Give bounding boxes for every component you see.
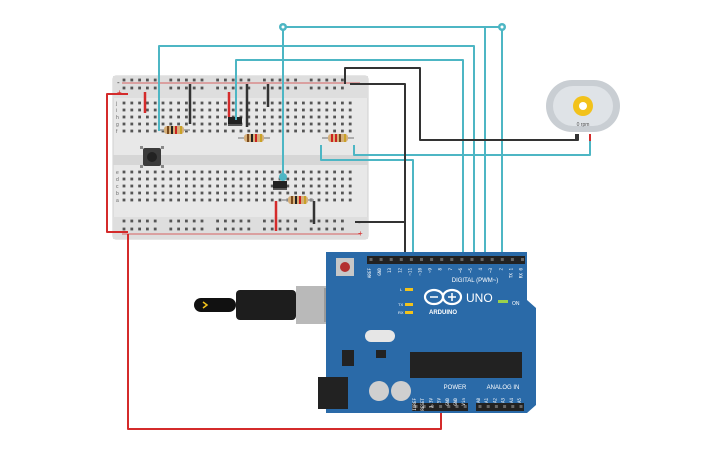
- transistor-1[interactable]: [228, 117, 242, 126]
- pin-label: ~6: [458, 268, 463, 274]
- wire-teal-6[interactable]: [320, 145, 414, 264]
- breadboard-jumpers: [143, 84, 316, 231]
- pin-label: Vin: [461, 398, 466, 406]
- row-letter: e: [116, 170, 119, 176]
- row-letter: a: [116, 198, 119, 204]
- pin-label: 3.3V: [428, 398, 433, 409]
- pin-label: 12: [397, 268, 402, 274]
- arduino-logo: [423, 288, 463, 306]
- wire-teal-7[interactable]: [353, 135, 591, 156]
- pin-label: ~5: [468, 268, 473, 274]
- pin-label: ~3: [488, 268, 493, 274]
- resistor-2[interactable]: [238, 134, 270, 142]
- arduino-brand: ARDUINO: [429, 310, 457, 316]
- wire-red-1[interactable]: [106, 93, 128, 233]
- pin-label: 2: [498, 268, 503, 271]
- pin-label: A0: [476, 398, 481, 404]
- pin-label: ~11: [407, 268, 412, 276]
- motor-rpm-label: 0 rpm: [577, 122, 590, 128]
- row-letter: c: [116, 184, 119, 190]
- analog-header[interactable]: [476, 403, 524, 411]
- row-letter: h: [116, 115, 119, 121]
- rail-plus-bottom: +: [358, 229, 363, 238]
- row-letter: g: [116, 122, 119, 128]
- pin-label: GND: [453, 398, 458, 406]
- resistor-4[interactable]: [282, 196, 314, 204]
- pin-label: RESET: [420, 398, 425, 411]
- wires: [106, 26, 591, 430]
- plug-icon: [202, 301, 209, 309]
- resistor-3[interactable]: [322, 134, 354, 142]
- wire-teal-5[interactable]: [484, 26, 502, 264]
- digital-pin-labels: AREF GND 13 12 ~11 ~10 ~9 8 7 ~6 ~5 4 ~3 2 TX 1 RX 0: [367, 258, 524, 278]
- row-letter: b: [116, 191, 119, 197]
- pushbutton[interactable]: [140, 146, 164, 168]
- resistor-1[interactable]: [158, 126, 190, 134]
- power-label: POWER: [444, 385, 467, 391]
- transistor-2[interactable]: [273, 181, 287, 190]
- on-label: ON: [512, 301, 520, 307]
- pin-label: 8: [438, 268, 443, 271]
- pin-label: AREF: [367, 268, 372, 279]
- pin-label: A3: [501, 398, 506, 404]
- l-label: L: [400, 287, 403, 292]
- power-jack[interactable]: [318, 377, 348, 409]
- pin-label: GND: [377, 268, 382, 276]
- breadboard-holes[interactable]: [122, 78, 352, 231]
- arduino-model: UNO: [466, 291, 493, 305]
- rail-plus-top: +: [117, 88, 122, 97]
- digital-label: DIGITAL (PWM~): [452, 278, 499, 284]
- pin-label: A4: [509, 398, 514, 404]
- wire-teal-2[interactable]: [235, 59, 464, 264]
- wire-black-1[interactable]: [344, 67, 579, 141]
- digital-header[interactable]: [367, 256, 525, 264]
- rx-label: RX: [398, 310, 404, 315]
- row-letter: d: [116, 177, 119, 183]
- row-letter: f: [116, 129, 118, 135]
- pin-label: A2: [492, 398, 497, 404]
- row-letter: j: [115, 101, 117, 107]
- wire-junction-3[interactable]: [279, 173, 287, 181]
- dc-motor[interactable]: 0 rpm: [546, 80, 620, 141]
- arduino-uno-board[interactable]: ARDUINO UNO DIGITAL (PWM~) ON TX RX L PO…: [318, 252, 536, 413]
- pin-label: 4: [478, 268, 483, 271]
- rail-minus-top: -: [117, 78, 120, 87]
- pin-label: A5: [517, 398, 522, 404]
- atmega-chip: [410, 352, 522, 378]
- pin-label: GND: [445, 398, 450, 406]
- pin-label: ~9: [428, 268, 433, 274]
- pin-label: TX 1: [508, 268, 513, 279]
- pin-label: RX 0: [519, 268, 524, 279]
- pin-label: ~10: [418, 268, 423, 276]
- wire-black-2[interactable]: [350, 83, 406, 223]
- pin-label: 5V: [437, 398, 442, 404]
- row-letter: i: [116, 108, 117, 114]
- pin-label: 13: [387, 268, 392, 274]
- wire-red-2[interactable]: [127, 234, 442, 430]
- tx-label: TX: [398, 302, 403, 307]
- pin-label: A1: [484, 398, 489, 404]
- pin-label: IOREF: [412, 398, 417, 411]
- usb-cable: [194, 286, 338, 324]
- pin-label: 7: [448, 268, 453, 271]
- analog-label: ANALOG IN: [487, 385, 520, 391]
